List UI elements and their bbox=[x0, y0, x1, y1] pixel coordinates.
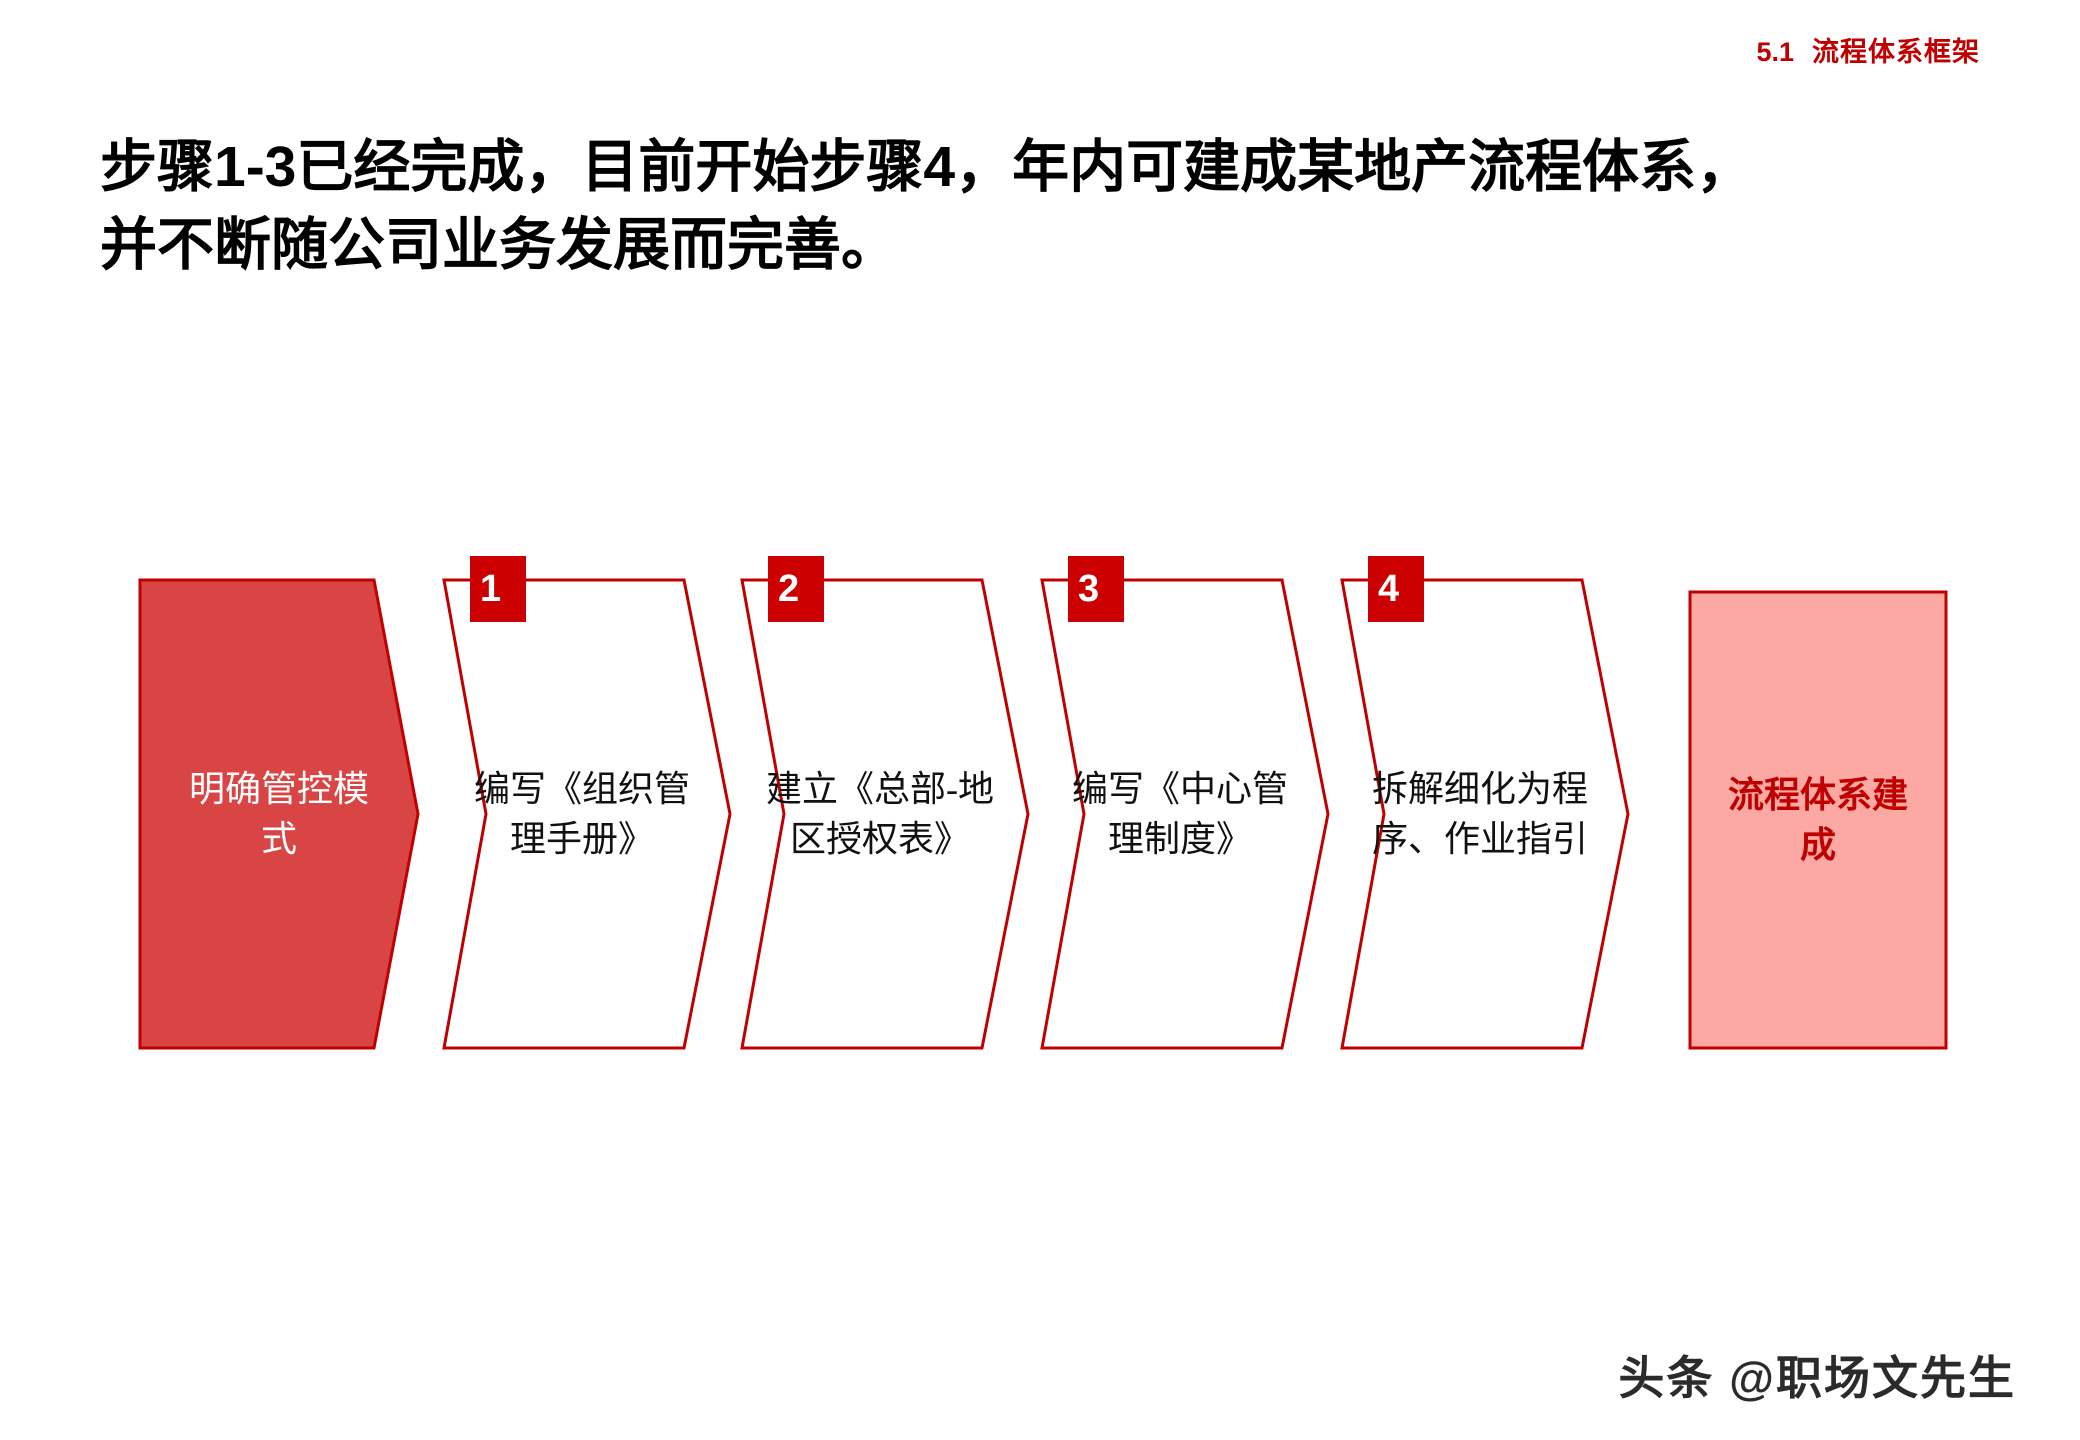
flow-stage-start-shape bbox=[138, 578, 420, 1050]
step-badge-1-number: 1 bbox=[480, 568, 502, 610]
step-badge-3: 3 bbox=[1068, 556, 1124, 622]
section-name: 流程体系框架 bbox=[1812, 37, 1980, 67]
step-badge-1: 1 bbox=[470, 556, 526, 622]
flow-stage-3[interactable]: 编写《中心管理制度》 bbox=[1030, 578, 1330, 1050]
flow-stage-1[interactable]: 编写《组织管理手册》 bbox=[432, 578, 732, 1050]
page-title-line-1: 步骤1-3已经完成，目前开始步骤4，年内可建成某地产流程体系， bbox=[100, 135, 1754, 199]
step-badge-4: 4 bbox=[1368, 556, 1424, 622]
flow-stage-3-shape bbox=[1040, 578, 1330, 1050]
flow-stage-end-shape bbox=[1688, 590, 1948, 1050]
watermark: 头条 @职场文先生 bbox=[1618, 1352, 2016, 1404]
flow-stage-1-shape bbox=[442, 578, 732, 1050]
slide-section-header: 5.1 流程体系框架 bbox=[1756, 30, 1980, 69]
step-badge-3-number: 3 bbox=[1078, 568, 1100, 610]
page-title-line-2: 并不断随公司业务发展而完善。 bbox=[100, 213, 898, 277]
flow-stage-4-shape bbox=[1340, 578, 1630, 1050]
flow-stage-end[interactable]: 流程体系建成 bbox=[1688, 590, 1948, 1050]
flow-stage-2[interactable]: 建立《总部-地区授权表》 bbox=[730, 578, 1030, 1050]
flow-stage-4[interactable]: 拆解细化为程序、作业指引 bbox=[1330, 578, 1630, 1050]
page-title: 步骤1-3已经完成，目前开始步骤4，年内可建成某地产流程体系， 并不断随公司业务… bbox=[100, 128, 2000, 284]
step-badge-4-number: 4 bbox=[1378, 568, 1400, 610]
step-badge-2-number: 2 bbox=[778, 568, 800, 610]
flow-stage-2-shape bbox=[740, 578, 1030, 1050]
section-number: 5.1 bbox=[1756, 37, 1794, 67]
flow-stage-start[interactable]: 明确管控模式 bbox=[138, 578, 420, 1050]
step-badge-2: 2 bbox=[768, 556, 824, 622]
